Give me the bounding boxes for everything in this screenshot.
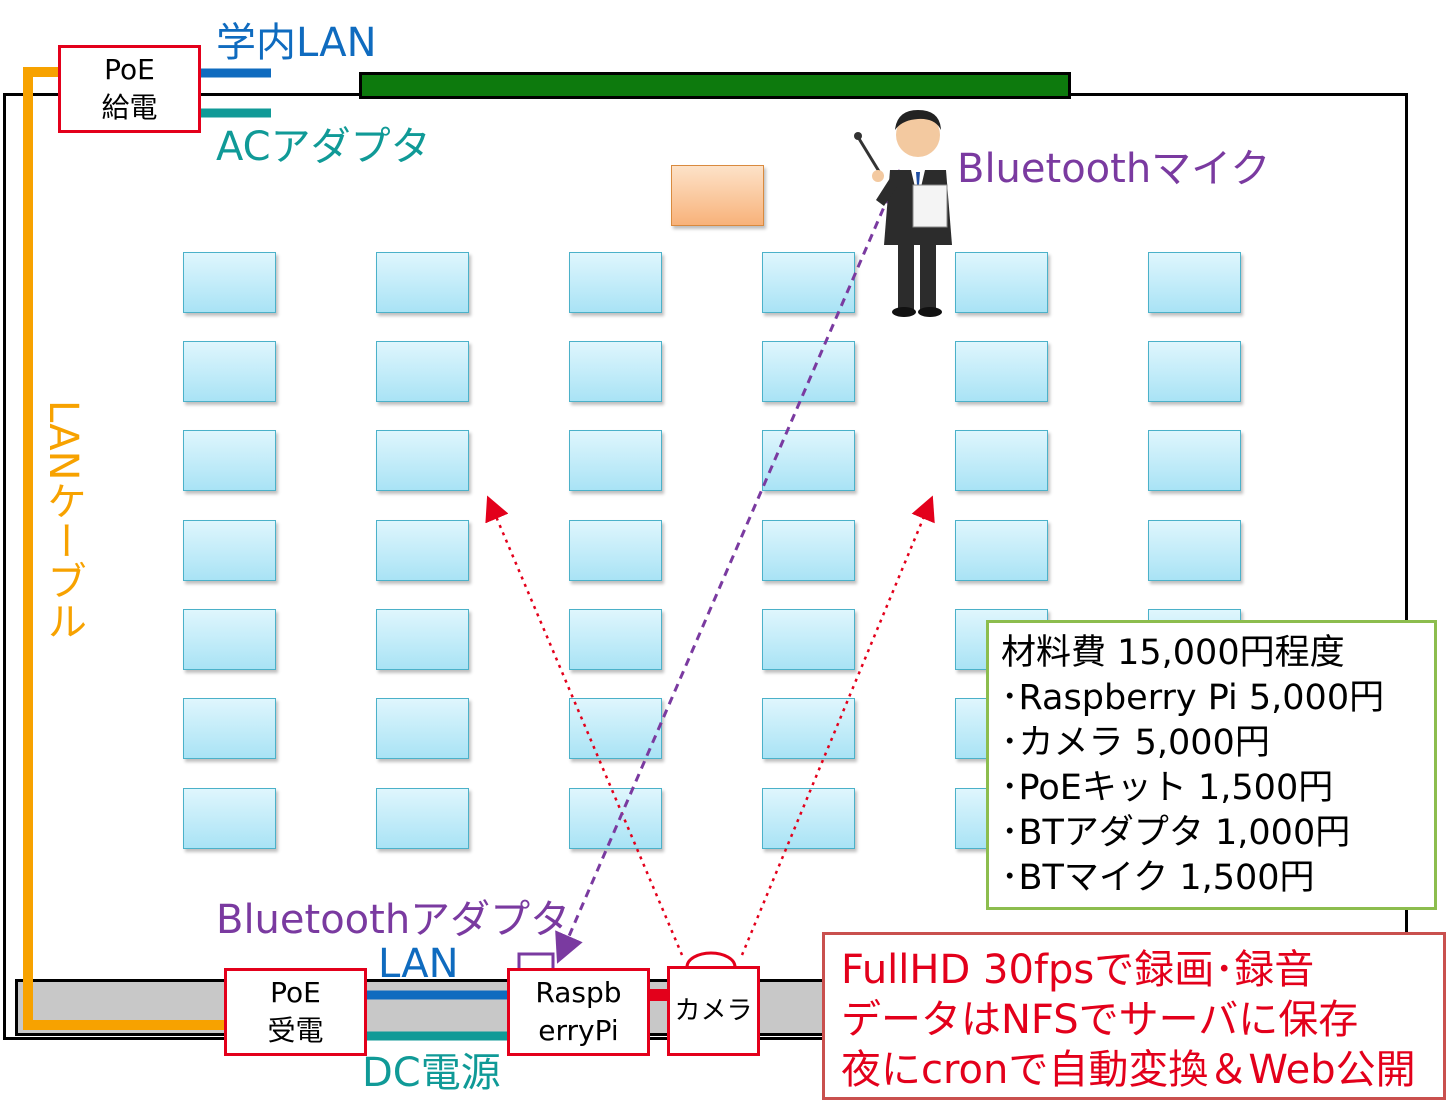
note-line: 夜にcronで自動変換＆Web公開 (841, 1047, 1416, 1093)
student-desk (376, 252, 469, 313)
student-desk (762, 609, 855, 670)
student-desk (376, 698, 469, 759)
note-line: データはNFSでサーバに保存 (841, 997, 1359, 1043)
lan-label: LAN (378, 941, 459, 987)
raspberry-pi-line1: Raspb (535, 976, 622, 1009)
student-desk (183, 788, 276, 849)
poe-receive-line1: PoE (270, 976, 321, 1009)
student-desk (1148, 341, 1241, 402)
camera-label: カメラ (674, 996, 753, 1026)
student-desk (183, 252, 276, 313)
student-desk (376, 341, 469, 402)
student-desk (376, 609, 469, 670)
camera-box: カメラ (667, 966, 760, 1056)
raspberry-pi-line2: erryPi (538, 1014, 619, 1047)
student-desk (1148, 430, 1241, 491)
student-desk (183, 609, 276, 670)
teacher-icon (854, 110, 952, 317)
blackboard (359, 72, 1071, 99)
student-desk (569, 252, 662, 313)
student-desk (762, 788, 855, 849)
student-desk (762, 341, 855, 402)
cost-item: ･Raspberry Pi 5,000円 (1001, 678, 1385, 718)
recording-notes-box: FullHD 30fpsで録画･録音 データはNFSでサーバに保存 夜にcron… (822, 932, 1446, 1100)
campus-lan-label: 学内LAN (216, 20, 377, 66)
lan-cable-line (23, 67, 226, 1030)
student-desk (183, 341, 276, 402)
student-desk (376, 430, 469, 491)
student-desk (762, 430, 855, 491)
poe-receive-line2: 受電 (267, 1014, 324, 1047)
student-desk (1148, 520, 1241, 581)
poe-supply-line1: PoE (104, 53, 155, 86)
bluetooth-mic-label: Bluetoothマイク (957, 146, 1271, 192)
student-desk (1148, 252, 1241, 313)
camera-view-right (740, 495, 935, 956)
bluetooth-adapter-label: Bluetoothアダプタ (216, 897, 571, 943)
cost-item: ･BTアダプタ 1,000円 (1001, 813, 1351, 853)
student-desk (376, 520, 469, 581)
student-desk (569, 430, 662, 491)
student-desk (376, 788, 469, 849)
cost-item: ･カメラ 5,000円 (1001, 723, 1270, 763)
ac-adapter-label: ACアダプタ (216, 124, 431, 170)
poe-supply-box: PoE 給電 (58, 45, 201, 133)
lectern (671, 165, 764, 226)
student-desk (183, 698, 276, 759)
cost-item: ･BTマイク 1,500円 (1001, 858, 1315, 898)
student-desk (569, 698, 662, 759)
student-desk (955, 341, 1048, 402)
camera-view-left (485, 495, 684, 956)
student-desk (183, 520, 276, 581)
student-desk (569, 609, 662, 670)
bluetooth-link (555, 169, 902, 964)
student-desk (955, 430, 1048, 491)
student-desk (762, 252, 855, 313)
lan-cable-label: LANケーブル (40, 400, 86, 641)
raspberry-pi-box: Raspb erryPi (507, 968, 650, 1056)
dc-power-label: DC電源 (362, 1050, 501, 1096)
poe-supply-line2: 給電 (101, 91, 158, 124)
student-desk (569, 341, 662, 402)
student-desk (183, 430, 276, 491)
student-desk (762, 520, 855, 581)
student-desk (762, 698, 855, 759)
cost-heading: 材料費 15,000円程度 (1001, 633, 1345, 673)
cost-item: ･PoEキット 1,500円 (1001, 768, 1334, 808)
poe-receive-box: PoE 受電 (224, 968, 367, 1056)
note-line: FullHD 30fpsで録画･録音 (841, 947, 1315, 993)
student-desk (569, 520, 662, 581)
student-desk (955, 520, 1048, 581)
student-desk (955, 252, 1048, 313)
material-cost-box: 材料費 15,000円程度 ･Raspberry Pi 5,000円 ･カメラ … (986, 620, 1437, 910)
